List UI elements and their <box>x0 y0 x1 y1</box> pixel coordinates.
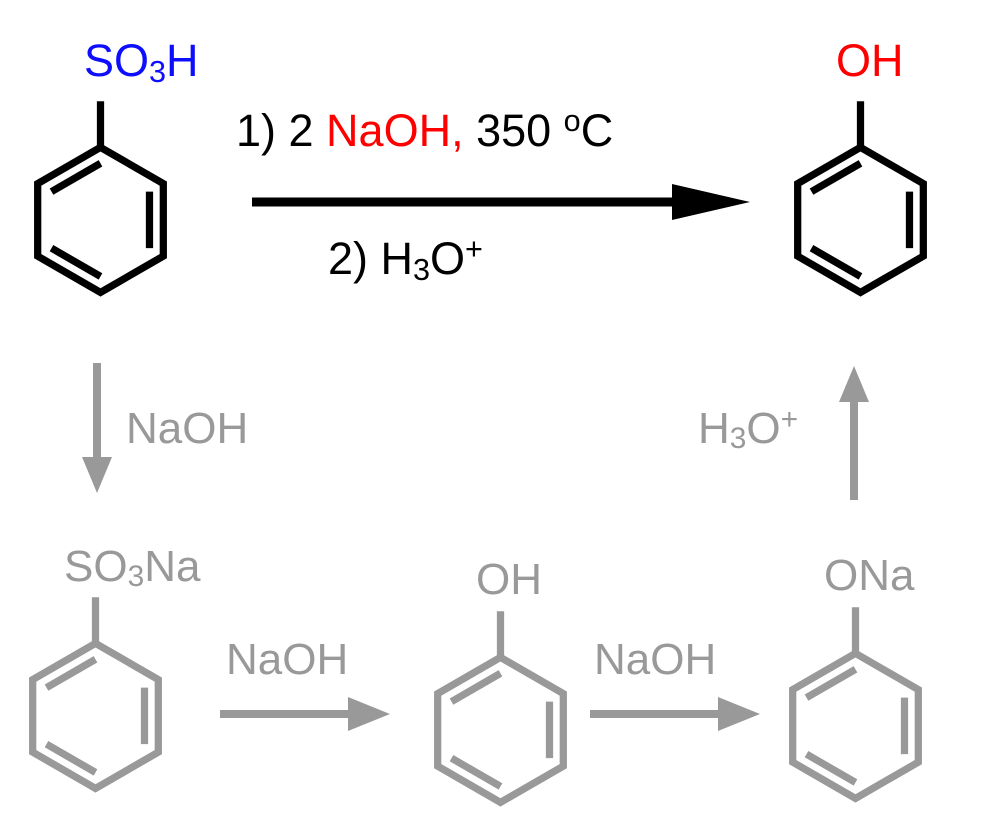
cond1-temperature: 350 <box>463 105 564 156</box>
benzene-ring-phenoxide <box>789 607 922 803</box>
mech-arrow2-reagent-label: NaOH <box>594 635 717 684</box>
down-arrow-reagent-label: NaOH <box>126 404 249 453</box>
cond2-charge: + <box>465 232 483 267</box>
benzene-ring-phenol <box>434 611 567 807</box>
phenol-substituent-label: OH <box>476 555 542 604</box>
so3h-h: H <box>166 35 199 86</box>
reaction-arrow <box>252 184 750 220</box>
cond2-prefix: 2) H <box>328 233 414 284</box>
reactant-substituent-label: SO3H <box>84 35 199 87</box>
so3h-subscript: 3 <box>149 54 167 89</box>
conditions-step2: 2) H3O+ <box>328 233 483 285</box>
up-arrow-reagent-label: H3O+ <box>698 404 798 454</box>
cond2-subscript: 3 <box>413 252 431 287</box>
so3na-text: SO <box>64 542 128 591</box>
sulfonate-substituent-label: SO3Na <box>64 542 201 592</box>
benzene-ring-sulfonate <box>29 597 162 793</box>
mech-arrow1-reagent-label: NaOH <box>226 635 349 684</box>
cond2-oxygen: O <box>430 233 466 284</box>
so3h-text: SO <box>84 35 150 86</box>
mechanism-down-arrow <box>82 363 112 493</box>
mechanism-arrow-2 <box>590 697 760 731</box>
h3o-h: H <box>698 404 730 453</box>
h3o-subscript: 3 <box>729 422 747 456</box>
conditions-step1: 1) 2 NaOH, 350 oC <box>236 105 614 156</box>
benzene-ring-reactant <box>34 101 167 297</box>
so3na-na: Na <box>144 542 201 591</box>
phenoxide-substituent-label: ONa <box>824 551 915 600</box>
benzene-ring-product <box>794 101 927 297</box>
h3o-oxygen: O <box>746 404 781 453</box>
degree-symbol: o <box>563 104 581 139</box>
mechanism-up-arrow <box>839 366 869 500</box>
product-substituent-label: OH <box>836 35 904 86</box>
so3na-subscript: 3 <box>127 560 145 594</box>
h3o-charge: + <box>780 402 799 436</box>
mechanism-arrow-1 <box>220 697 390 731</box>
cond1-celsius: C <box>580 105 614 156</box>
cond1-prefix: 1) 2 <box>236 105 327 156</box>
cond1-reagent: NaOH, <box>326 105 464 156</box>
